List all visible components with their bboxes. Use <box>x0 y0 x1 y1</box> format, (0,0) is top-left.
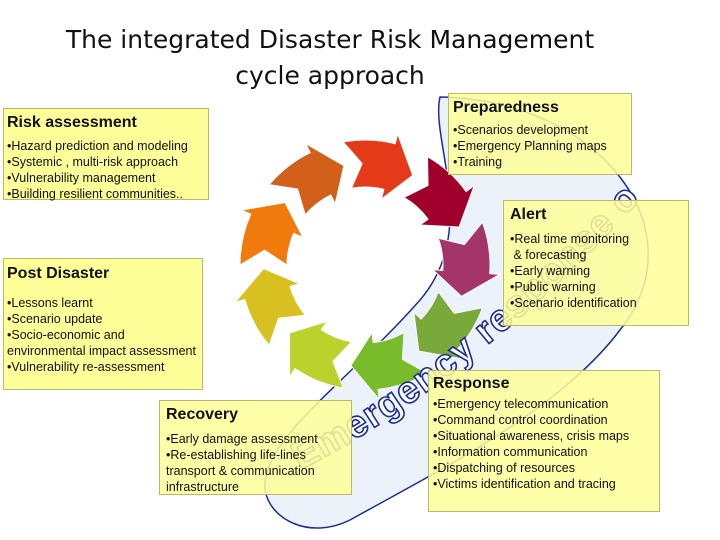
preparedness-heading: Preparedness <box>453 99 559 116</box>
post-disaster-item: Socio-economic and environmental impact … <box>7 327 199 359</box>
title-line-1: The integrated Disaster Risk Management <box>65 25 595 54</box>
alert-item: Public warning <box>510 279 684 295</box>
cycle-arrow-segment <box>233 267 307 347</box>
title-line-2: cycle approach <box>235 61 425 90</box>
cycle-arrow-segment <box>342 132 414 201</box>
preparedness-item: Scenarios development <box>453 122 627 138</box>
risk-assessment-box: Risk assessment Hazard prediction and mo… <box>3 108 209 202</box>
risk-assessment-item: Systemic , multi-risk approach <box>7 154 205 170</box>
cycle-arrow-segment <box>239 201 304 266</box>
post-disaster-item: Vulnerability re-assessment <box>7 359 199 375</box>
recovery-item: Early damage assessment <box>166 431 347 447</box>
recovery-heading: Recovery <box>166 406 239 423</box>
risk-assessment-item: Vulnerability management <box>7 170 205 186</box>
post-disaster-box: Post Disaster Lessons learnt Scenario up… <box>3 258 203 390</box>
cycle-arrow-segment <box>431 221 502 297</box>
response-item: Victims identification and tracing <box>433 476 655 492</box>
preparedness-item: Training <box>453 154 627 170</box>
page-title: The integrated Disaster Risk Management … <box>60 22 600 94</box>
response-item: Dispatching of resources <box>433 460 655 476</box>
cycle-arrow-segment <box>413 290 484 360</box>
preparedness-item: Emergency Planning maps <box>453 138 627 154</box>
risk-assessment-item: Hazard prediction and modeling <box>7 138 205 154</box>
risk-assessment-heading: Risk assessment <box>7 114 137 131</box>
post-disaster-item: Lessons learnt <box>7 295 199 311</box>
recovery-item: Re-establishing life-lines <box>166 447 347 463</box>
post-disaster-item: Scenario update <box>7 311 199 327</box>
cycle-arrow-segment <box>289 320 353 389</box>
response-item: Command control coordination <box>433 412 655 428</box>
post-disaster-heading: Post Disaster <box>7 265 110 282</box>
cycle-arrow-segment <box>350 331 429 401</box>
preparedness-box: Preparedness Scenarios development Emerg… <box>448 93 632 175</box>
recovery-item: transport & communication <box>166 464 315 478</box>
recovery-box: Recovery Early damage assessment Re-esta… <box>159 400 352 495</box>
alert-item: Real time monitoring <box>510 231 684 247</box>
alert-item: Early warning <box>510 263 684 279</box>
risk-assessment-item: Building resilient communities.. <box>7 186 205 202</box>
response-item: Emergency telecommunication <box>433 396 655 412</box>
alert-box: Alert Real time monitoring & forecasting… <box>503 200 689 326</box>
response-heading: Response <box>433 375 510 392</box>
response-item: Information communication <box>433 444 655 460</box>
alert-heading: Alert <box>510 206 547 223</box>
cycle-arrow-segment <box>402 155 476 228</box>
response-item: Situational awareness, crisis maps <box>433 428 655 444</box>
alert-item: & forecasting <box>510 248 587 262</box>
recovery-item: infrastructure <box>166 480 239 494</box>
cycle-arrow-segment <box>268 142 345 216</box>
alert-item: Scenario identification <box>510 295 684 311</box>
response-box: Response Emergency telecommunication Com… <box>428 370 660 512</box>
